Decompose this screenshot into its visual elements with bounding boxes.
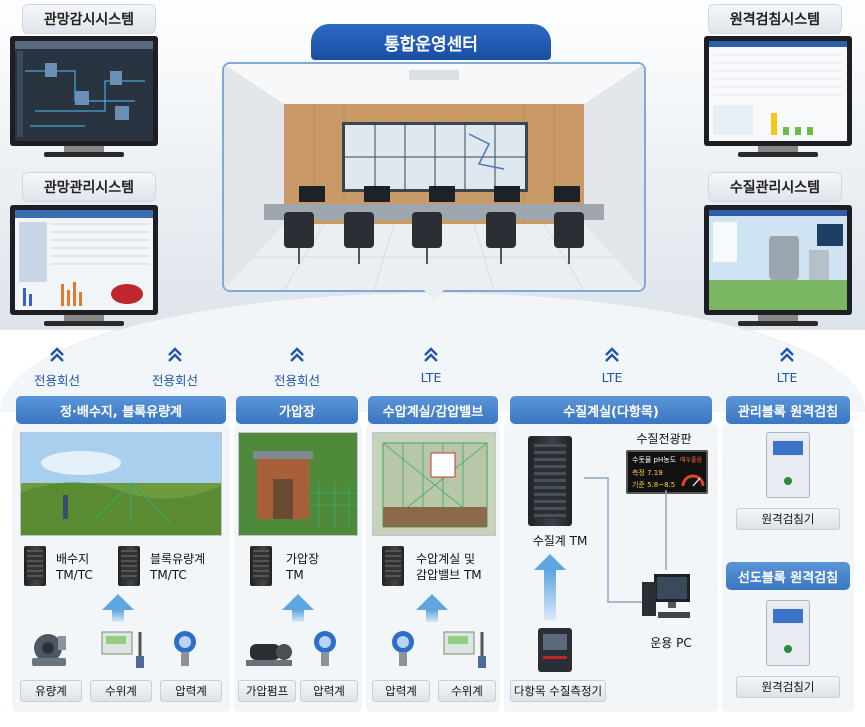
board-badge: 매우좋음 — [680, 457, 703, 464]
server-icon — [24, 546, 46, 586]
metering-screen-image — [709, 41, 847, 135]
pressure-gauge-icon — [170, 628, 200, 676]
section-header-pressure: 수압계실/감압밸브 — [368, 396, 498, 424]
pressure-room-photo-image — [373, 433, 495, 535]
arrow-shaft — [544, 570, 556, 620]
level-meter-icon — [100, 628, 150, 676]
control-room-illustration — [224, 64, 644, 290]
comm-label: LTE — [776, 370, 798, 385]
tag-flowmeter: 유량계 — [20, 680, 82, 702]
monitor-water-quality — [704, 205, 852, 326]
management-screen-image — [15, 210, 153, 306]
system-label-water-quality: 수질관리시스템 — [708, 172, 842, 202]
comm-label: 전용회선 — [33, 373, 80, 388]
chevron-up-icon — [778, 346, 796, 368]
system-label-network-monitoring: 관망감시시스템 — [22, 4, 156, 34]
flowmeter-icon — [28, 626, 72, 674]
multi-parameter-sensor-icon — [536, 626, 576, 680]
comm-label: LTE — [601, 370, 623, 385]
device-label-water-quality-tm: 수질계 TM — [532, 534, 588, 548]
device-label-block-flow-tm: 블록유량계 TM/TC — [150, 552, 206, 582]
tag-booster-pump: 가압펌프 — [238, 680, 296, 702]
comm-label: 전용회선 — [273, 373, 320, 388]
board-label: 수질전광판 — [636, 432, 692, 446]
control-room-image — [222, 62, 646, 292]
reservoir-photo-image — [21, 433, 221, 535]
quality-display-board: 수돗물 pH농도 측정 7.19 기준 5.8~8.5 매우좋음 — [626, 450, 708, 494]
chevron-up-icon — [48, 346, 66, 368]
tag-level-meter: 수위계 — [438, 680, 496, 702]
tag-multi-parameter-sensor: 다항목 수질측정기 — [510, 680, 606, 702]
system-label-network-management: 관망관리시스템 — [22, 172, 156, 202]
section-header-management-block: 관리블록 원격검침 — [726, 396, 850, 424]
pressure-room-photo — [372, 432, 496, 536]
server-icon — [250, 546, 272, 586]
monitor-network-management — [10, 205, 158, 326]
tag-remote-meter: 원격검침기 — [736, 676, 840, 698]
operation-pc-icon — [640, 570, 692, 626]
center-title: 통합운영센터 — [311, 24, 551, 60]
pressure-gauge-icon — [388, 628, 418, 676]
center-pointer — [424, 290, 444, 302]
pressure-gauge-icon — [310, 628, 340, 676]
board-line-2: 측정 7.19 — [632, 469, 663, 477]
remote-meter-device — [766, 600, 810, 666]
connection-lines — [584, 477, 667, 603]
chevron-up-icon — [422, 346, 440, 368]
comm-label: LTE — [420, 370, 442, 385]
section-header-water-quality: 수질계실(다항목) — [510, 396, 712, 424]
level-meter-icon — [442, 628, 492, 676]
booster-photo — [238, 432, 358, 536]
quality-screen-image — [709, 210, 847, 310]
scada-screen-image — [15, 41, 153, 137]
device-label-reservoir-tm: 배수지 TM/TC — [56, 552, 93, 582]
comm-label: 전용회선 — [151, 373, 198, 388]
arrow-up-icon — [102, 594, 134, 610]
chevron-up-icon — [166, 346, 184, 368]
server-icon — [382, 546, 404, 586]
chevron-up-icon — [288, 346, 306, 368]
tag-pressure-gauge: 압력계 — [372, 680, 430, 702]
device-label-booster-tm: 가압장 TM — [286, 552, 320, 582]
device-label-pressure-tm: 수압계실 및 감압밸브 TM — [416, 552, 482, 582]
reservoir-photo — [20, 432, 222, 536]
arrow-up-icon — [534, 554, 566, 570]
water-quality-tm-server — [528, 436, 572, 526]
tag-pressure-gauge: 압력계 — [300, 680, 358, 702]
monitor-remote-metering — [704, 36, 852, 157]
arrow-shaft — [426, 610, 438, 622]
system-label-remote-metering: 원격검침시스템 — [708, 4, 842, 34]
board-line-1: 수돗물 pH농도 — [632, 456, 677, 464]
booster-photo-image — [239, 433, 357, 535]
arrow-up-icon — [416, 594, 448, 610]
arrow-shaft — [292, 610, 304, 622]
server-icon — [118, 546, 140, 586]
device-label-operation-pc: 운용 PC — [650, 636, 692, 650]
monitor-network-monitoring — [10, 36, 158, 157]
section-header-reservoir: 정·배수지, 블록유량계 — [16, 396, 226, 424]
arrow-shaft — [112, 610, 124, 622]
gauge-icon — [681, 474, 705, 487]
tag-remote-meter: 원격검침기 — [736, 508, 840, 530]
remote-meter-device — [766, 432, 810, 498]
chevron-up-icon — [603, 346, 621, 368]
section-header-leading-block: 선도블록 원격검침 — [726, 562, 850, 590]
board-line-3: 기준 5.8~8.5 — [632, 481, 676, 489]
booster-pump-icon — [246, 630, 296, 674]
tag-level-meter: 수위계 — [90, 680, 152, 702]
section-header-booster: 가압장 — [236, 396, 358, 424]
tag-pressure-gauge: 압력계 — [160, 680, 222, 702]
arrow-up-icon — [282, 594, 314, 610]
